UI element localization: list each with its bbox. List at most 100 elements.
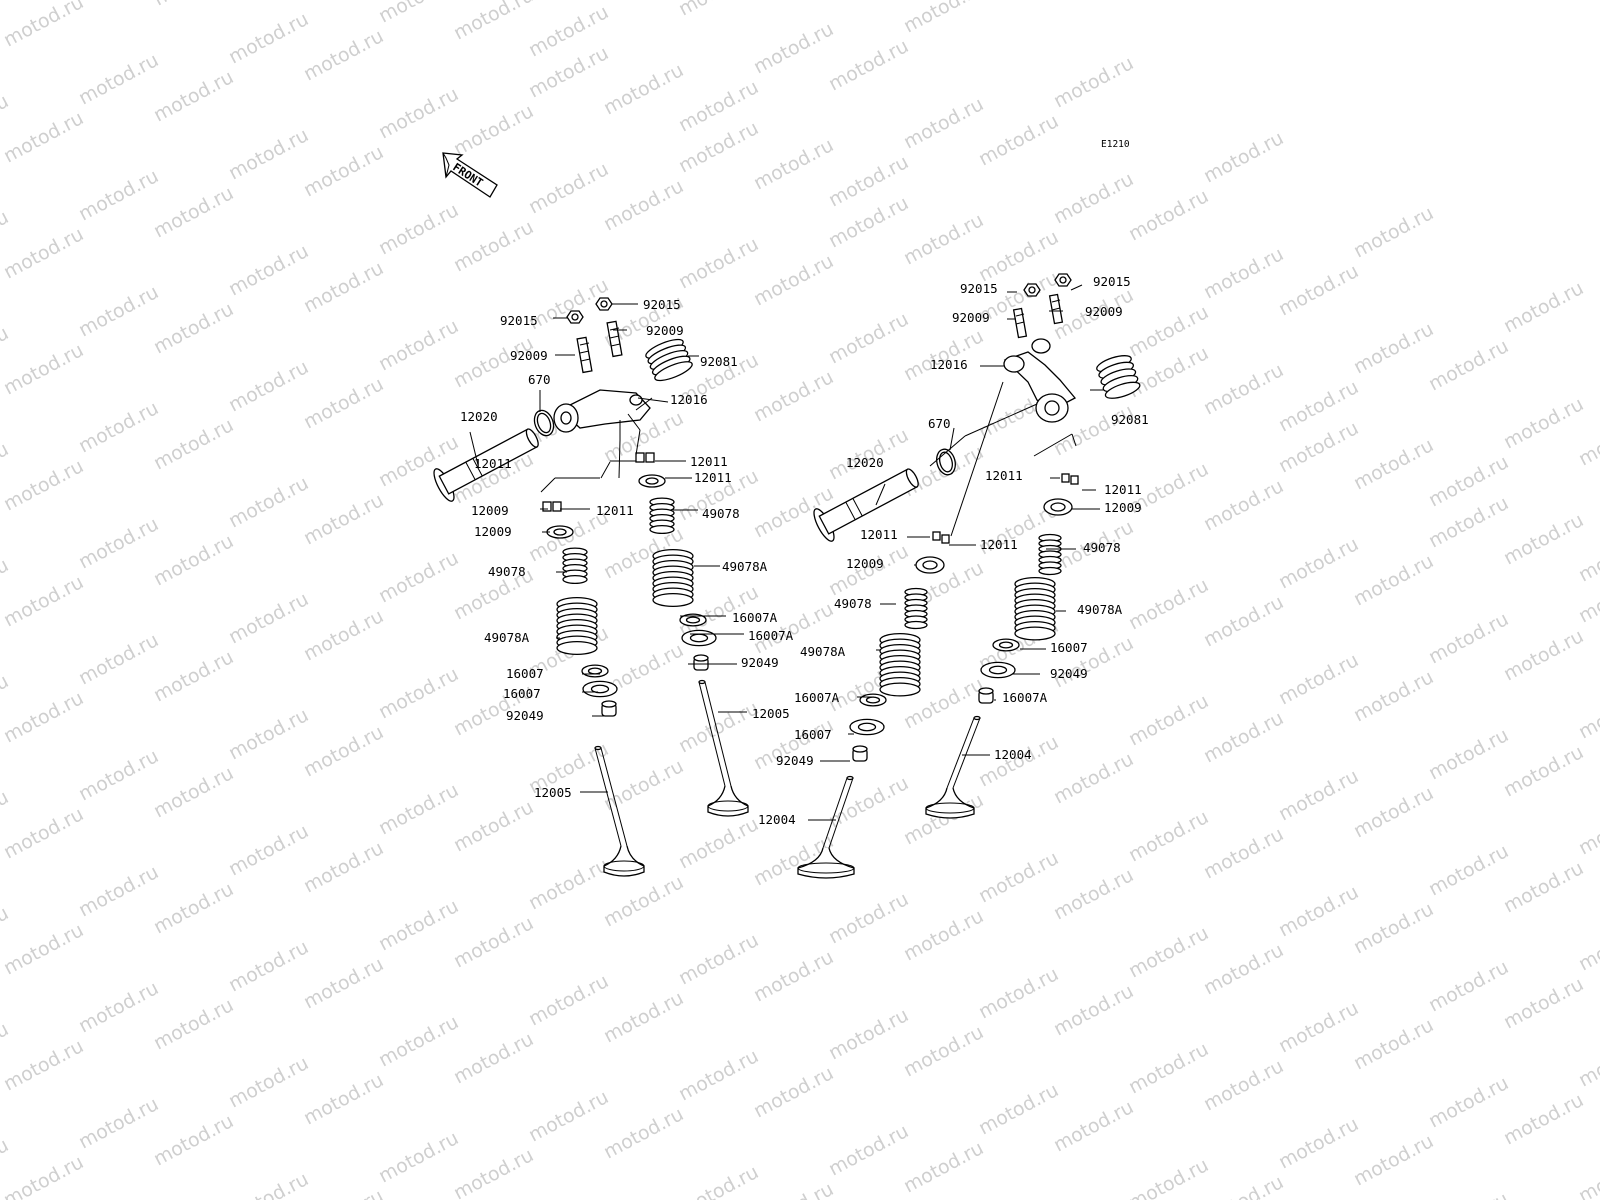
washer-16007A-left-a <box>681 629 717 647</box>
part-callout: 12004 <box>994 747 1032 762</box>
part-callout: 670 <box>928 416 951 431</box>
valve-12004-right-b <box>797 775 855 879</box>
part-callout: 16007 <box>794 727 832 742</box>
leader-line <box>600 461 611 479</box>
washer-16007A-left-b <box>582 680 618 698</box>
part-callout: 92009 <box>646 323 684 338</box>
part-callout: 49078 <box>834 596 872 611</box>
leader-line <box>469 431 479 466</box>
part-callout: 49078A <box>1077 602 1123 617</box>
part-callout: 49078 <box>1083 540 1121 555</box>
part-callouts: 92015 92015 92009 92009 92081 670 12016 12020 12… <box>460 274 1149 827</box>
part-callout: 12004 <box>758 812 796 827</box>
part-callout: 16007 <box>506 666 544 681</box>
part-callout: 49078A <box>722 559 768 574</box>
leader-line <box>929 435 966 467</box>
leader-line <box>627 413 641 431</box>
part-callout: 92081 <box>700 354 738 369</box>
part-callout: 16007 <box>1050 640 1088 655</box>
washer-16007-left-b <box>581 664 609 678</box>
part-callout: 49078 <box>702 506 740 521</box>
leader-line <box>1033 433 1073 457</box>
part-callout: 92049 <box>1050 666 1088 681</box>
part-callout: 92081 <box>1111 412 1149 427</box>
leader-line <box>618 439 621 479</box>
spring-49078-right-b <box>904 587 928 630</box>
part-callout: 12011 <box>1104 482 1142 497</box>
part-callout: 12009 <box>846 556 884 571</box>
part-callout: 92049 <box>741 655 779 670</box>
part-callout: 92015 <box>643 297 681 312</box>
washer-16007A-right-a <box>980 661 1016 679</box>
seal-92049-left-a <box>693 654 709 671</box>
spring-49078A-right-a <box>1014 576 1056 641</box>
washer-16007A-right-b <box>849 718 885 736</box>
part-callout: 92049 <box>776 753 814 768</box>
part-callout: 92015 <box>500 313 538 328</box>
part-callout: 49078A <box>800 644 846 659</box>
spring-49078-left-a <box>649 497 675 534</box>
part-callout: 92049 <box>506 708 544 723</box>
part-callout: 12005 <box>752 706 790 721</box>
spring-49078A-right-b <box>879 632 921 697</box>
seal-92049-right-a <box>978 687 994 704</box>
part-callout: 92009 <box>1085 304 1123 319</box>
valve-12005-left-a <box>698 679 749 817</box>
washer-16007-right-a <box>992 638 1020 652</box>
part-callout: 12020 <box>460 409 498 424</box>
part-callout: 16007A <box>794 690 840 705</box>
part-callout: 12009 <box>471 503 509 518</box>
spring-49078A-left-a <box>652 548 694 608</box>
leader-line <box>950 381 1004 537</box>
leader-line <box>635 397 653 411</box>
seal-92049-right-b <box>852 745 868 762</box>
part-callout: 12009 <box>1104 500 1142 515</box>
part-callout: 16007 <box>503 686 541 701</box>
part-callout: 92009 <box>510 348 548 363</box>
part-callout: 16007A <box>1002 690 1048 705</box>
part-callout: 12011 <box>474 456 512 471</box>
part-callout: 12020 <box>846 455 884 470</box>
right-assembly <box>813 273 1141 574</box>
part-callout: 670 <box>528 372 551 387</box>
leader-line <box>637 397 669 403</box>
front-arrow-icon: FRONT <box>442 152 498 198</box>
diagram-code: E1210 <box>1101 139 1130 150</box>
part-callout: 12011 <box>860 527 898 542</box>
part-callout: 12009 <box>474 524 512 539</box>
generated-parts <box>556 497 1062 879</box>
washer-16007-right-b <box>859 693 887 707</box>
leader-line <box>1071 433 1077 447</box>
front-label: FRONT <box>450 161 485 190</box>
leader-line <box>964 403 1038 437</box>
part-callout: 92015 <box>960 281 998 296</box>
leader-line <box>540 477 556 493</box>
part-callout: 49078A <box>484 630 530 645</box>
part-callout: 12011 <box>985 468 1023 483</box>
part-callout: 12011 <box>694 470 732 485</box>
part-callout: 12011 <box>980 537 1018 552</box>
spring-49078-left-b <box>562 547 588 584</box>
washer-16007-left-a <box>679 613 707 627</box>
spring-49078-right-a <box>1038 533 1062 576</box>
part-callout: 12005 <box>534 785 572 800</box>
part-callout: 92015 <box>1093 274 1131 289</box>
seal-92049-left-b <box>601 700 617 717</box>
leader-line <box>875 483 886 506</box>
valve-12005-left-b <box>594 745 645 877</box>
part-callout: 16007A <box>732 610 778 625</box>
part-callout: 12016 <box>670 392 708 407</box>
left-assembly: /*placeholder*/ <box>433 297 693 539</box>
part-callout: 16007A <box>748 628 794 643</box>
part-callout: 49078 <box>488 564 526 579</box>
part-callout: 12011 <box>690 454 728 469</box>
leader-line <box>1070 284 1083 291</box>
part-callout: 12016 <box>930 357 968 372</box>
leader-line <box>949 427 955 451</box>
leader-line <box>635 429 641 456</box>
spring-49078A-left-b <box>556 596 598 656</box>
valve-12004-right-a <box>925 715 981 819</box>
part-callout: 12011 <box>596 503 634 518</box>
leader-lines <box>469 284 1104 821</box>
